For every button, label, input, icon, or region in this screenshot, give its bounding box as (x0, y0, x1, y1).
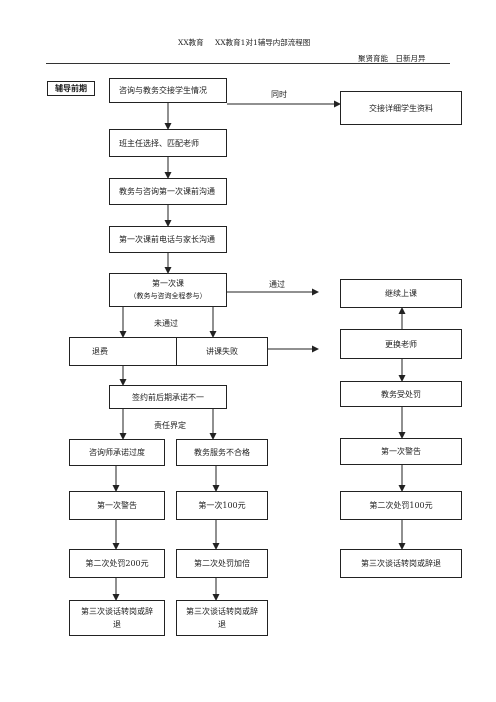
step-teach-fail: 讲课失败 (176, 337, 268, 366)
step-precomm: 教务与咨询第一次课前沟通 (109, 178, 227, 205)
step-continue-class: 继续上课 (340, 279, 462, 308)
left-second-penalty: 第二次处罚200元 (69, 549, 165, 578)
step-service-fail: 教务服务不合格 (176, 439, 268, 466)
mid-first-penalty: 第一次100元 (176, 491, 268, 520)
header-slogan: 聚贤育能 日新月异 (358, 54, 426, 63)
first-class-note: （教务与咨询全程参与） (129, 292, 207, 300)
label-not-passed: 未通过 (154, 319, 178, 328)
phase-tag: 辅导前期 (47, 81, 95, 96)
left-third-talk: 第三次谈话转岗或辞退 (69, 600, 165, 636)
step-refund: 退费 (69, 337, 177, 366)
step-detail-handover: 交接详细学生资料 (340, 91, 462, 125)
label-responsibility: 责任界定 (154, 421, 186, 430)
step-inconsistent: 签约前后期承诺不一 (109, 385, 227, 409)
first-class-label: 第一次课 (152, 279, 184, 288)
step-over-promise: 咨询师承诺过度 (69, 439, 165, 466)
header-org: XX教育 (178, 38, 204, 47)
step-parent-call: 第一次课前电话与家长沟通 (109, 226, 227, 253)
step-change-teacher: 更换老师 (340, 329, 462, 359)
mid-second-penalty: 第二次处罚加倍 (176, 549, 268, 578)
right-first-warning: 第一次警告 (340, 438, 462, 465)
mid-third-talk: 第三次谈话转岗或辞退 (176, 600, 268, 636)
step-handover: 咨询与教务交接学生情况 (109, 78, 227, 103)
right-third-talk: 第三次谈话转岗或辞退 (340, 549, 462, 578)
header-divider (46, 63, 450, 64)
label-passed: 通过 (269, 280, 285, 289)
header-title: XX教育1对1辅导内部流程图 (215, 38, 311, 47)
step-assign-teacher: 班主任选择、匹配老师 (109, 129, 227, 157)
label-simultaneous: 同时 (271, 90, 287, 99)
right-second-penalty: 第二次处罚100元 (340, 491, 462, 520)
step-first-class: 第一次课 （教务与咨询全程参与） (109, 273, 227, 307)
left-first-warning: 第一次警告 (69, 491, 165, 520)
step-staff-penalty: 教务受处罚 (340, 381, 462, 407)
